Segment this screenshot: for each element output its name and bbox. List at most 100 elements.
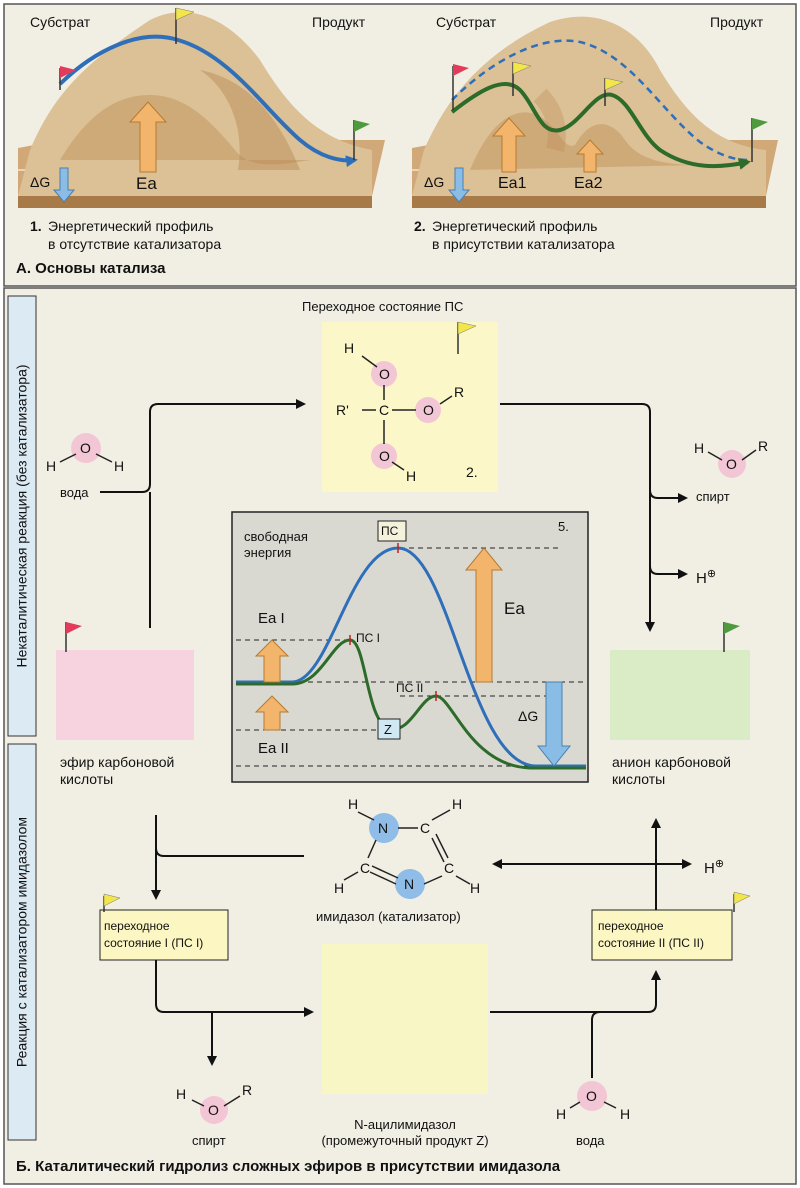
energy-curve-uncatalyzed	[236, 546, 586, 768]
diagram-1-caption-line1: Энергетический профиль	[48, 218, 214, 234]
graph-ylabel-line2: энергия	[244, 545, 292, 560]
diagram-1-caption-line2: в отсутствие катализатора	[48, 236, 222, 252]
ea-label-1: Ea	[136, 174, 157, 193]
imid-h-left: H	[334, 880, 345, 896]
alcohol-top-h: H	[694, 440, 705, 456]
product-flag-green-2	[751, 118, 768, 162]
plus-circle-icon: ⊕	[706, 568, 717, 580]
ts-atom-h1: H	[344, 340, 355, 356]
diagram-2-caption-line1: Энергетический профиль	[432, 218, 598, 234]
ester-flag-red	[65, 622, 82, 652]
hplus-top: H⊕	[696, 566, 716, 587]
diagram-2-number: 2.	[414, 218, 426, 234]
ea2-label: Ea2	[574, 175, 603, 192]
energy-graph-background	[231, 511, 589, 783]
ts1-label-line2: состояние I (ПС I)	[104, 936, 204, 950]
imidazole-label: имидазол (катализатор)	[316, 909, 461, 924]
small-molecule-bonds	[59, 449, 757, 1109]
ester-label-line2: кислоты	[60, 771, 114, 787]
substrate-flag-red	[59, 66, 76, 90]
atom-circle-water-top	[71, 433, 101, 463]
substrate-label-1: Субстрат	[30, 14, 91, 30]
transition-state-box	[322, 322, 498, 492]
alcohol-top-r: R	[758, 438, 769, 454]
ts-title: Переходное состояние ПС	[302, 299, 464, 314]
product-label-2: Продукт	[710, 14, 764, 30]
graph-ts-label: ПС	[381, 524, 399, 538]
energy-graph-peak-marks	[349, 543, 437, 701]
graph-ea-arrow	[464, 547, 504, 683]
graph-ea1-arrow	[254, 639, 290, 683]
imid-h-right: H	[470, 880, 481, 896]
imid-n2: N	[404, 876, 415, 892]
graph-ea2-label: Ea II	[258, 740, 289, 757]
hplus-top-h: H	[696, 570, 707, 587]
ts-atom-r: R	[454, 384, 465, 400]
atom-circle-alcohol-top	[718, 450, 746, 478]
water-top-label: вода	[60, 485, 89, 500]
atom-circle-ts-o1	[371, 361, 397, 387]
substrate-flag-red-2	[452, 64, 469, 110]
plus-circle-icon: ⊕	[714, 858, 725, 870]
graph-ts-label-box	[377, 520, 407, 542]
panel-b-title: Б. Каталитический гидролиз сложных эфиро…	[16, 1158, 561, 1175]
side-label-uncatalyzed: Некаталитическая реакция (без катализато…	[13, 364, 30, 668]
water-top-o: O	[80, 440, 91, 456]
flow-arrows	[100, 399, 692, 1078]
water-bottom-h2: H	[620, 1106, 631, 1122]
water-bottom-label: вода	[576, 1133, 605, 1148]
graph-z-label: Z	[384, 722, 392, 737]
landscape-uncatalyzed	[18, 12, 385, 208]
imid-c-left: C	[360, 860, 371, 876]
side-label-catalyzed: Реакция с катализатором имидазолом	[13, 816, 30, 1068]
atom-circle-imid-n1	[369, 813, 399, 843]
atom-circle-imid-n2	[395, 869, 425, 899]
hplus-mid-h: H	[704, 860, 715, 877]
ts-atom-o1: O	[379, 366, 390, 382]
anion-flag-green	[723, 622, 740, 652]
alcohol-bottom-h: H	[176, 1086, 187, 1102]
product-flag-green	[353, 120, 370, 160]
ts1-box	[99, 909, 229, 961]
graph-dg-label: ΔG	[518, 708, 539, 724]
graph-number: 5.	[558, 519, 569, 534]
alcohol-bottom-label: спирт	[192, 1133, 226, 1148]
ea-arrow	[128, 101, 168, 173]
dg-label-2: ΔG	[424, 174, 445, 190]
graph-ea1-label: Ea I	[258, 610, 285, 627]
graph-ts1-label: ПС I	[356, 631, 380, 645]
dg-arrow	[52, 167, 76, 203]
ester-label-line1: эфир карбоновой	[60, 754, 175, 770]
graph-ylabel-line1: свободная	[244, 529, 308, 544]
alcohol-bottom-o: O	[208, 1102, 219, 1118]
transition-flag-yellow-2b	[604, 77, 624, 106]
imid-c-right: C	[444, 860, 455, 876]
anion-label-line2: кислоты	[612, 771, 666, 787]
graph-dg-arrow	[536, 681, 572, 767]
alcohol-top-o: O	[726, 456, 737, 472]
diagram-2-caption-line2: в присутствии катализатора	[432, 236, 615, 252]
graph-ea-label: Ea	[504, 599, 525, 618]
graph-z-label-box	[377, 718, 401, 740]
water-top-h1: H	[46, 458, 57, 474]
ts-atom-o3: O	[379, 448, 390, 464]
ts-atom-r-prime: R'	[336, 402, 349, 418]
ts2-label-line1: переходное	[598, 919, 664, 933]
ts-flag-yellow	[457, 321, 477, 354]
panel-a-title: А. Основы катализа	[16, 260, 166, 277]
transition-flag-yellow	[175, 7, 195, 44]
imid-h-top-left: H	[348, 796, 359, 812]
alcohol-top-label: спирт	[696, 489, 730, 504]
ester-box	[56, 650, 194, 740]
hplus-mid: H⊕	[704, 856, 724, 877]
ts-atom-o2: O	[423, 402, 434, 418]
ea2-arrow	[575, 139, 605, 173]
anion-label-line1: анион карбоновой	[612, 754, 731, 770]
ts2-box	[591, 909, 733, 961]
water-bottom-h1: H	[556, 1106, 567, 1122]
ts-bonds	[361, 355, 453, 471]
water-top-h2: H	[114, 458, 125, 474]
graph-ts2-label: ПС II	[396, 681, 424, 695]
graph-ea2-arrow	[254, 695, 290, 731]
